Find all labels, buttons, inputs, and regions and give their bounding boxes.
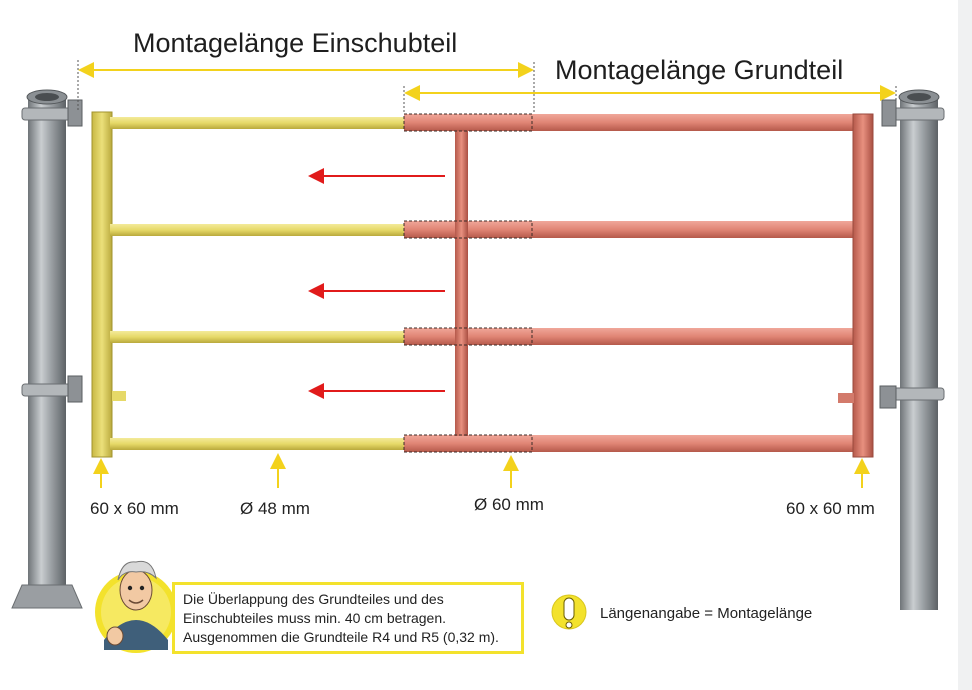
overlap-note: Die Überlappung des Grundteiles und des … [172, 582, 524, 654]
title-insert-length: Montagelänge Einschubteil [133, 28, 458, 58]
slide-direction-arrows [308, 168, 445, 399]
label-left-frame: 60 x 60 mm [90, 499, 179, 518]
insert-rail-1 [110, 117, 408, 129]
right-post [879, 89, 945, 610]
dimension-lines [77, 60, 897, 488]
base-part [403, 113, 874, 458]
page-edge [958, 0, 972, 690]
note-line-3: Ausgenommen die Grundteile R4 und R5 (0,… [183, 629, 499, 645]
exclamation-icon [551, 594, 587, 630]
avatar [95, 560, 177, 653]
note-line-2: Einschubteiles muss min. 40 cm betragen. [183, 610, 447, 626]
insert-rail-4 [110, 438, 408, 450]
label-right-frame: 60 x 60 mm [786, 499, 875, 518]
insert-rail-3 [110, 331, 408, 343]
insert-part [91, 111, 408, 458]
label-insert-tube: Ø 48 mm [240, 499, 310, 518]
insert-rail-2 [110, 224, 408, 236]
title-base-length: Montagelänge Grundteil [555, 55, 844, 85]
label-base-tube: Ø 60 mm [474, 495, 544, 514]
legend-text: Längenangabe = Montagelänge [600, 605, 813, 622]
left-post [11, 89, 83, 609]
note-line-1: Die Überlappung des Grundteiles und des [183, 591, 444, 607]
